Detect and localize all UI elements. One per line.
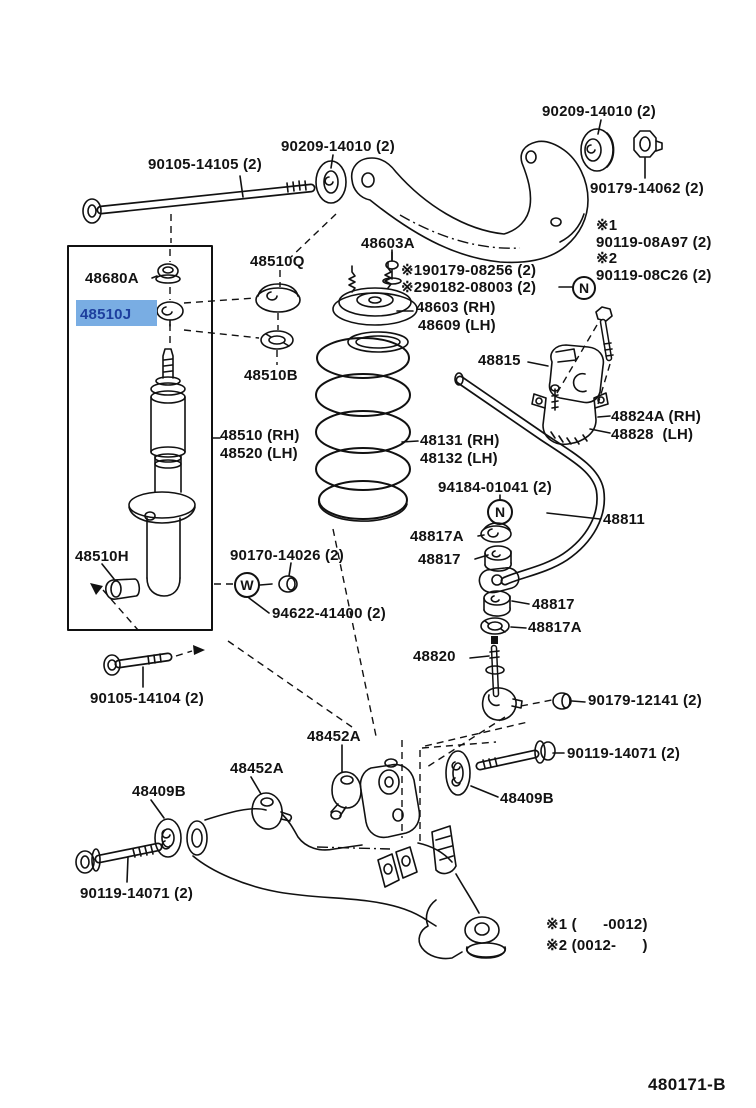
label-48603a: 48603A [361,235,415,252]
label-94622-41400: 94622-41400 (2) [272,605,386,622]
label-48452a-mid: 48452A [307,728,361,745]
clamp-48824 [531,392,609,446]
camber-bolt-group: N [556,276,614,405]
label-note2-range: ※2 (0012- ) [546,937,648,954]
bolt-90105-14104 [103,645,205,676]
washer-90209-right [580,128,615,172]
label-90119-14071-right: 90119-14071 (2) [567,745,680,762]
label-48409b-right: 48409B [500,790,554,807]
label-90179-12141: 90179-12141 (2) [588,692,702,709]
label-48520-lh: 48520 (LH) [220,445,298,462]
label-48409b-left: 48409B [132,783,186,800]
bolt-90119-right [475,740,556,771]
link-48820-group: N [480,499,572,721]
label-48510h: 48510H [75,548,129,565]
label-48510j[interactable]: 48510J [80,306,131,323]
leader-lines [90,119,646,883]
label-48815: 48815 [478,352,521,369]
label-90105-14105: 90105-14105 (2) [148,156,262,173]
stabilizer-bar [454,372,606,594]
labels: 90209-14010 (2) 90209-14010 (2) 90105-14… [75,103,726,1094]
upper-control-arm [350,140,589,264]
label-90105-14104: 90105-14104 (2) [90,690,204,707]
label-48820: 48820 [413,648,456,665]
label-48817a-lower: 48817A [528,619,582,636]
label-48817-lower: 48817 [532,596,575,613]
label-note1-range: ※1 ( -0012) [546,916,648,933]
nut-marker-n-link: N [495,504,505,520]
strut-assembly [105,263,196,600]
bushing-48452a-left [251,792,293,830]
label-90119-08c26: 90119-08C26 (2) [596,267,712,284]
label-48510b: 48510B [244,367,298,384]
diagram-code: 480171-B [648,1075,726,1094]
cam-48409b-left [154,818,182,858]
label-90179-14062: 90179-14062 (2) [590,180,704,197]
label-290182-08003: ※290182-08003 (2) [401,279,536,296]
label-48680a: 48680A [85,270,139,287]
washer-90209-left [315,160,347,204]
highlight-48510j[interactable] [76,300,157,326]
nut-90179-14062 [633,130,663,158]
washer-nut-group: W [214,572,298,598]
label-48603-rh: 48603 (RH) [416,299,496,316]
label-48811: 48811 [603,511,645,528]
label-note1-mark: ※1 [596,217,617,234]
label-48132-lh: 48132 (LH) [420,450,498,467]
strut-cushions [255,283,301,350]
label-48452a-left: 48452A [230,760,284,777]
label-48131-rh: 48131 (RH) [420,432,500,449]
label-48824a-rh: 48824A (RH) [611,408,701,425]
label-48817a-upper: 48817A [410,528,464,545]
label-90119-14071-left: 90119-14071 (2) [80,885,193,902]
washer-marker-w: W [240,577,254,593]
coil-spring [315,337,411,522]
label-48609-lh: 48609 (LH) [418,317,496,334]
lower-control-arm [186,758,507,960]
bushing-48452a-mid [330,771,362,820]
cam-48409b-right [445,750,471,796]
label-48510q: 48510Q [250,253,305,270]
label-94184-01041: 94184-01041 (2) [438,479,552,496]
label-90170-14026: 90170-14026 (2) [230,547,344,564]
label-90209-14010-right: 90209-14010 (2) [542,103,656,120]
label-190179-08256: ※190179-08256 (2) [401,262,536,279]
label-48817-upper: 48817 [418,551,461,568]
label-90209-14010-left: 90209-14010 (2) [281,138,395,155]
nut-marker-n-top: N [579,280,589,296]
label-48828-lh: 48828 (LH) [611,426,693,443]
upper-pivot-bolt [82,180,316,224]
label-90119-08a97: 90119-08A97 (2) [596,234,712,251]
bolt-90119-left [75,842,163,874]
label-note2-mark: ※2 [596,250,617,267]
bracket-48815 [548,344,605,411]
label-48510-rh: 48510 (RH) [220,427,300,444]
